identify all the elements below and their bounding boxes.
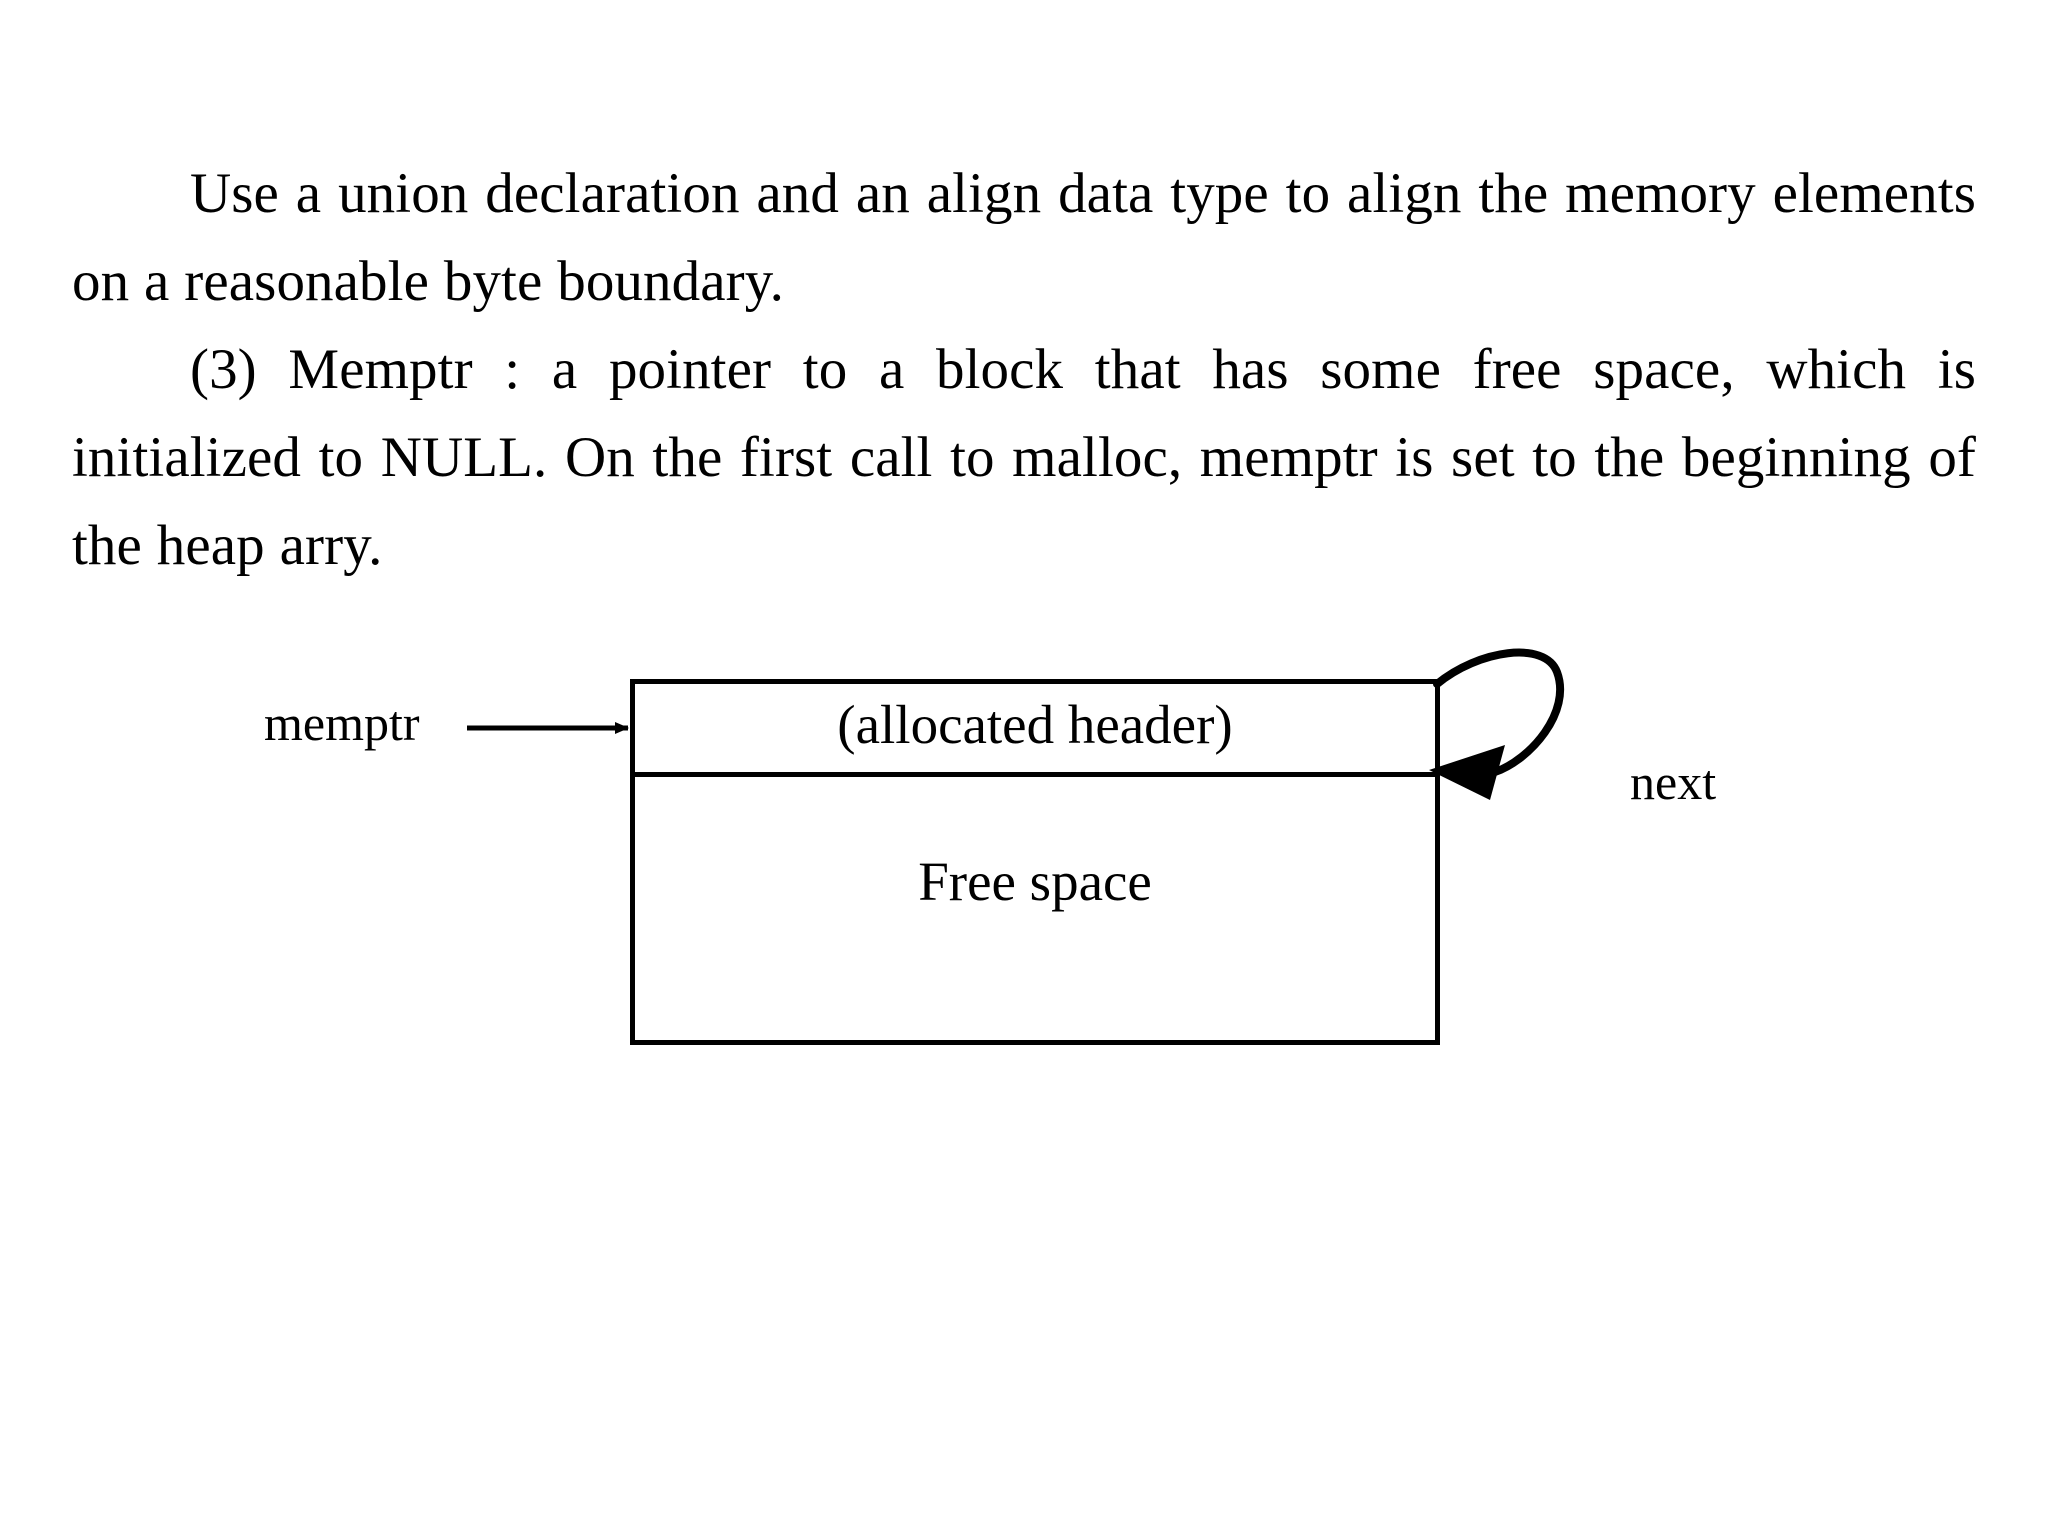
header-freespace-divider [635,772,1435,777]
allocated-header-cell-label: (allocated header) [837,694,1233,755]
memory-block-rectangle: (allocated header) Free space [630,679,1440,1045]
paragraph-memptr: (3) Memptr : a pointer to a block that h… [72,338,1976,577]
next-self-loop-arrowhead [1429,745,1505,800]
next-self-loop-arrow [1433,648,1565,776]
paragraph-union-declaration: Use a union declaration and an align dat… [72,162,1976,313]
body-text-block: Use a union declaration and an align dat… [72,150,1976,590]
next-pointer-label: next [1630,754,1717,810]
free-space-cell-label: Free space [918,851,1152,912]
memptr-pointer-label: memptr [264,695,420,751]
